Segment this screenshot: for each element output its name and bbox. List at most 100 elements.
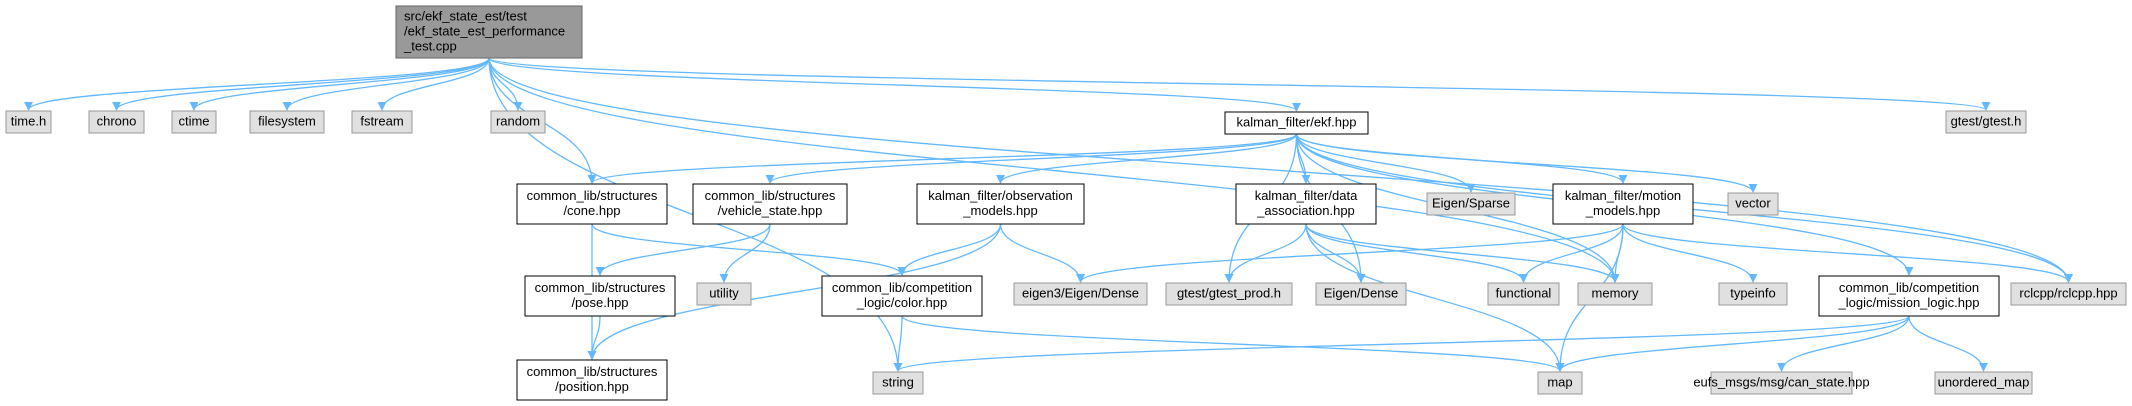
node-box <box>1165 282 1293 306</box>
node-box <box>1315 282 1407 306</box>
node-box <box>524 275 676 317</box>
node-eigen-dense[interactable]: Eigen/Dense <box>1315 282 1407 306</box>
edge-motion_models_hpp-to-rclcpp_hpp <box>1622 223 2073 283</box>
node-box <box>351 110 413 134</box>
node-vector[interactable]: vector <box>1727 192 1779 216</box>
node-string[interactable]: string <box>872 371 924 395</box>
node-typeinfo[interactable]: typeinfo <box>1718 282 1788 306</box>
node-color-hpp[interactable]: common_lib/competition_logic/color.hpp <box>821 275 983 317</box>
node-label-line: _association.hpp <box>1256 203 1355 218</box>
node-time-h[interactable]: time.h <box>5 110 52 134</box>
node-box <box>1718 282 1788 306</box>
node-label-line: utility <box>709 286 739 301</box>
node-label-line: common_lib/structures <box>527 188 658 203</box>
node-box <box>171 110 217 134</box>
node-eigen3-dense[interactable]: eigen3/Eigen/Dense <box>1013 282 1148 306</box>
node-ctime[interactable]: ctime <box>171 110 217 134</box>
node-label-line: map <box>1547 375 1572 390</box>
node-chrono[interactable]: chrono <box>88 110 145 134</box>
node-can-state-hpp[interactable]: eufs_msgs/msg/can_state.hpp <box>1693 371 1870 395</box>
node-label-line: Eigen/Sparse <box>1432 196 1510 211</box>
node-label-line: /pose.hpp <box>571 295 628 310</box>
node-label-line: Eigen/Dense <box>1324 286 1398 301</box>
node-box <box>1224 111 1369 135</box>
node-label-line: /cone.hpp <box>563 203 620 218</box>
node-box <box>516 183 668 225</box>
node-utility[interactable]: utility <box>696 282 752 306</box>
node-motion-models-hpp[interactable]: kalman_filter/motion_models.hpp <box>1552 183 1694 225</box>
node-rclcpp-hpp[interactable]: rclcpp/rclcpp.hpp <box>2010 282 2127 306</box>
edge-root-to-filesystem <box>282 57 490 111</box>
node-label-line: common_lib/competition <box>832 280 972 295</box>
node-filesystem[interactable]: filesystem <box>249 110 325 134</box>
node-observation-models-hpp[interactable]: kalman_filter/observation_models.hpp <box>916 183 1085 225</box>
node-label-line: vector <box>1735 196 1771 211</box>
node-root[interactable]: src/ekf_state_est/test/ekf_state_est_per… <box>395 5 583 59</box>
node-box <box>1426 192 1516 216</box>
node-label-line: filesystem <box>258 114 316 129</box>
edge-motion_models_hpp-to-functional <box>1518 223 1624 283</box>
node-fstream[interactable]: fstream <box>351 110 413 134</box>
edge-root-to-ctime <box>189 57 490 111</box>
edge-root-to-chrono <box>112 57 490 111</box>
node-box <box>516 359 668 401</box>
edge-root-to-rclcpp_hpp <box>488 57 2073 283</box>
edge-ekf_hpp-to-cone_hpp <box>587 133 1298 184</box>
node-cone-hpp[interactable]: common_lib/structures/cone.hpp <box>516 183 668 225</box>
edge-root-to-ekf_hpp <box>488 57 1301 112</box>
node-position-hpp[interactable]: common_lib/structures/position.hpp <box>516 359 668 401</box>
edge-data_association_hpp-to-functional <box>1305 223 1528 283</box>
node-ekf-hpp[interactable]: kalman_filter/ekf.hpp <box>1224 111 1369 135</box>
node-pose-hpp[interactable]: common_lib/structures/pose.hpp <box>524 275 676 317</box>
node-label-line: functional <box>1496 286 1552 301</box>
node-label-line: unordered_map <box>1938 375 2030 390</box>
node-functional[interactable]: functional <box>1487 282 1560 306</box>
edge-mission_logic_hpp-to-string <box>893 315 1910 372</box>
node-unordered-map[interactable]: unordered_map <box>1934 371 2033 395</box>
node-box <box>1710 371 1853 395</box>
node-box <box>1577 282 1653 306</box>
node-data-association-hpp[interactable]: kalman_filter/data_association.hpp <box>1235 183 1377 225</box>
node-label-line: kalman_filter/data <box>1255 188 1358 203</box>
node-box <box>692 183 848 225</box>
edge-color_hpp-to-map <box>901 315 1565 372</box>
node-map[interactable]: map <box>1537 371 1583 395</box>
node-box <box>1945 110 2027 134</box>
node-label-line: /position.hpp <box>555 379 629 394</box>
node-box <box>821 275 983 317</box>
node-memory[interactable]: memory <box>1577 282 1653 306</box>
node-box <box>1487 282 1560 306</box>
node-label-line: time.h <box>11 114 46 129</box>
node-box <box>1552 183 1694 225</box>
node-gtest-prod-h[interactable]: gtest/gtest_prod.h <box>1165 282 1293 306</box>
node-label-line: src/ekf_state_est/test <box>404 9 527 24</box>
node-box <box>88 110 145 134</box>
node-box <box>249 110 325 134</box>
node-label-line: kalman_filter/motion <box>1565 188 1681 203</box>
edge-cone_hpp-to-color_hpp <box>591 223 907 276</box>
node-label-line: string <box>882 375 914 390</box>
edge-mission_logic_hpp-to-unordered_map <box>1908 315 1989 372</box>
node-box <box>395 5 583 59</box>
edge-data_association_hpp-to-memory <box>1305 223 1620 283</box>
node-mission-logic-hpp[interactable]: common_lib/competition_logic/mission_log… <box>1818 275 2000 317</box>
node-label-line: common_lib/competition <box>1839 280 1979 295</box>
node-eigen-sparse[interactable]: Eigen/Sparse <box>1426 192 1516 216</box>
edge-motion_models_hpp-to-eigen3_dense <box>1076 223 1624 283</box>
node-box <box>1934 371 2033 395</box>
node-gtest-h[interactable]: gtest/gtest.h <box>1945 110 2027 134</box>
node-random[interactable]: random <box>490 110 546 134</box>
node-label-line: ctime <box>178 114 209 129</box>
edge-root-to-fstream <box>377 57 490 111</box>
node-label-line: kalman_filter/observation <box>928 188 1073 203</box>
node-vehicle-state-hpp[interactable]: common_lib/structures/vehicle_state.hpp <box>692 183 848 225</box>
node-label-line: /vehicle_state.hpp <box>718 203 823 218</box>
edge-color_hpp-to-string <box>893 315 903 372</box>
edge-ekf_hpp-to-vector <box>1295 133 1758 193</box>
node-label-line: rclcpp/rclcpp.hpp <box>2019 286 2117 301</box>
node-label-line: common_lib/structures <box>705 188 836 203</box>
node-box <box>1818 275 2000 317</box>
node-label-line: _logic/color.hpp <box>856 295 947 310</box>
edge-root-to-gtest_h <box>488 57 1991 111</box>
